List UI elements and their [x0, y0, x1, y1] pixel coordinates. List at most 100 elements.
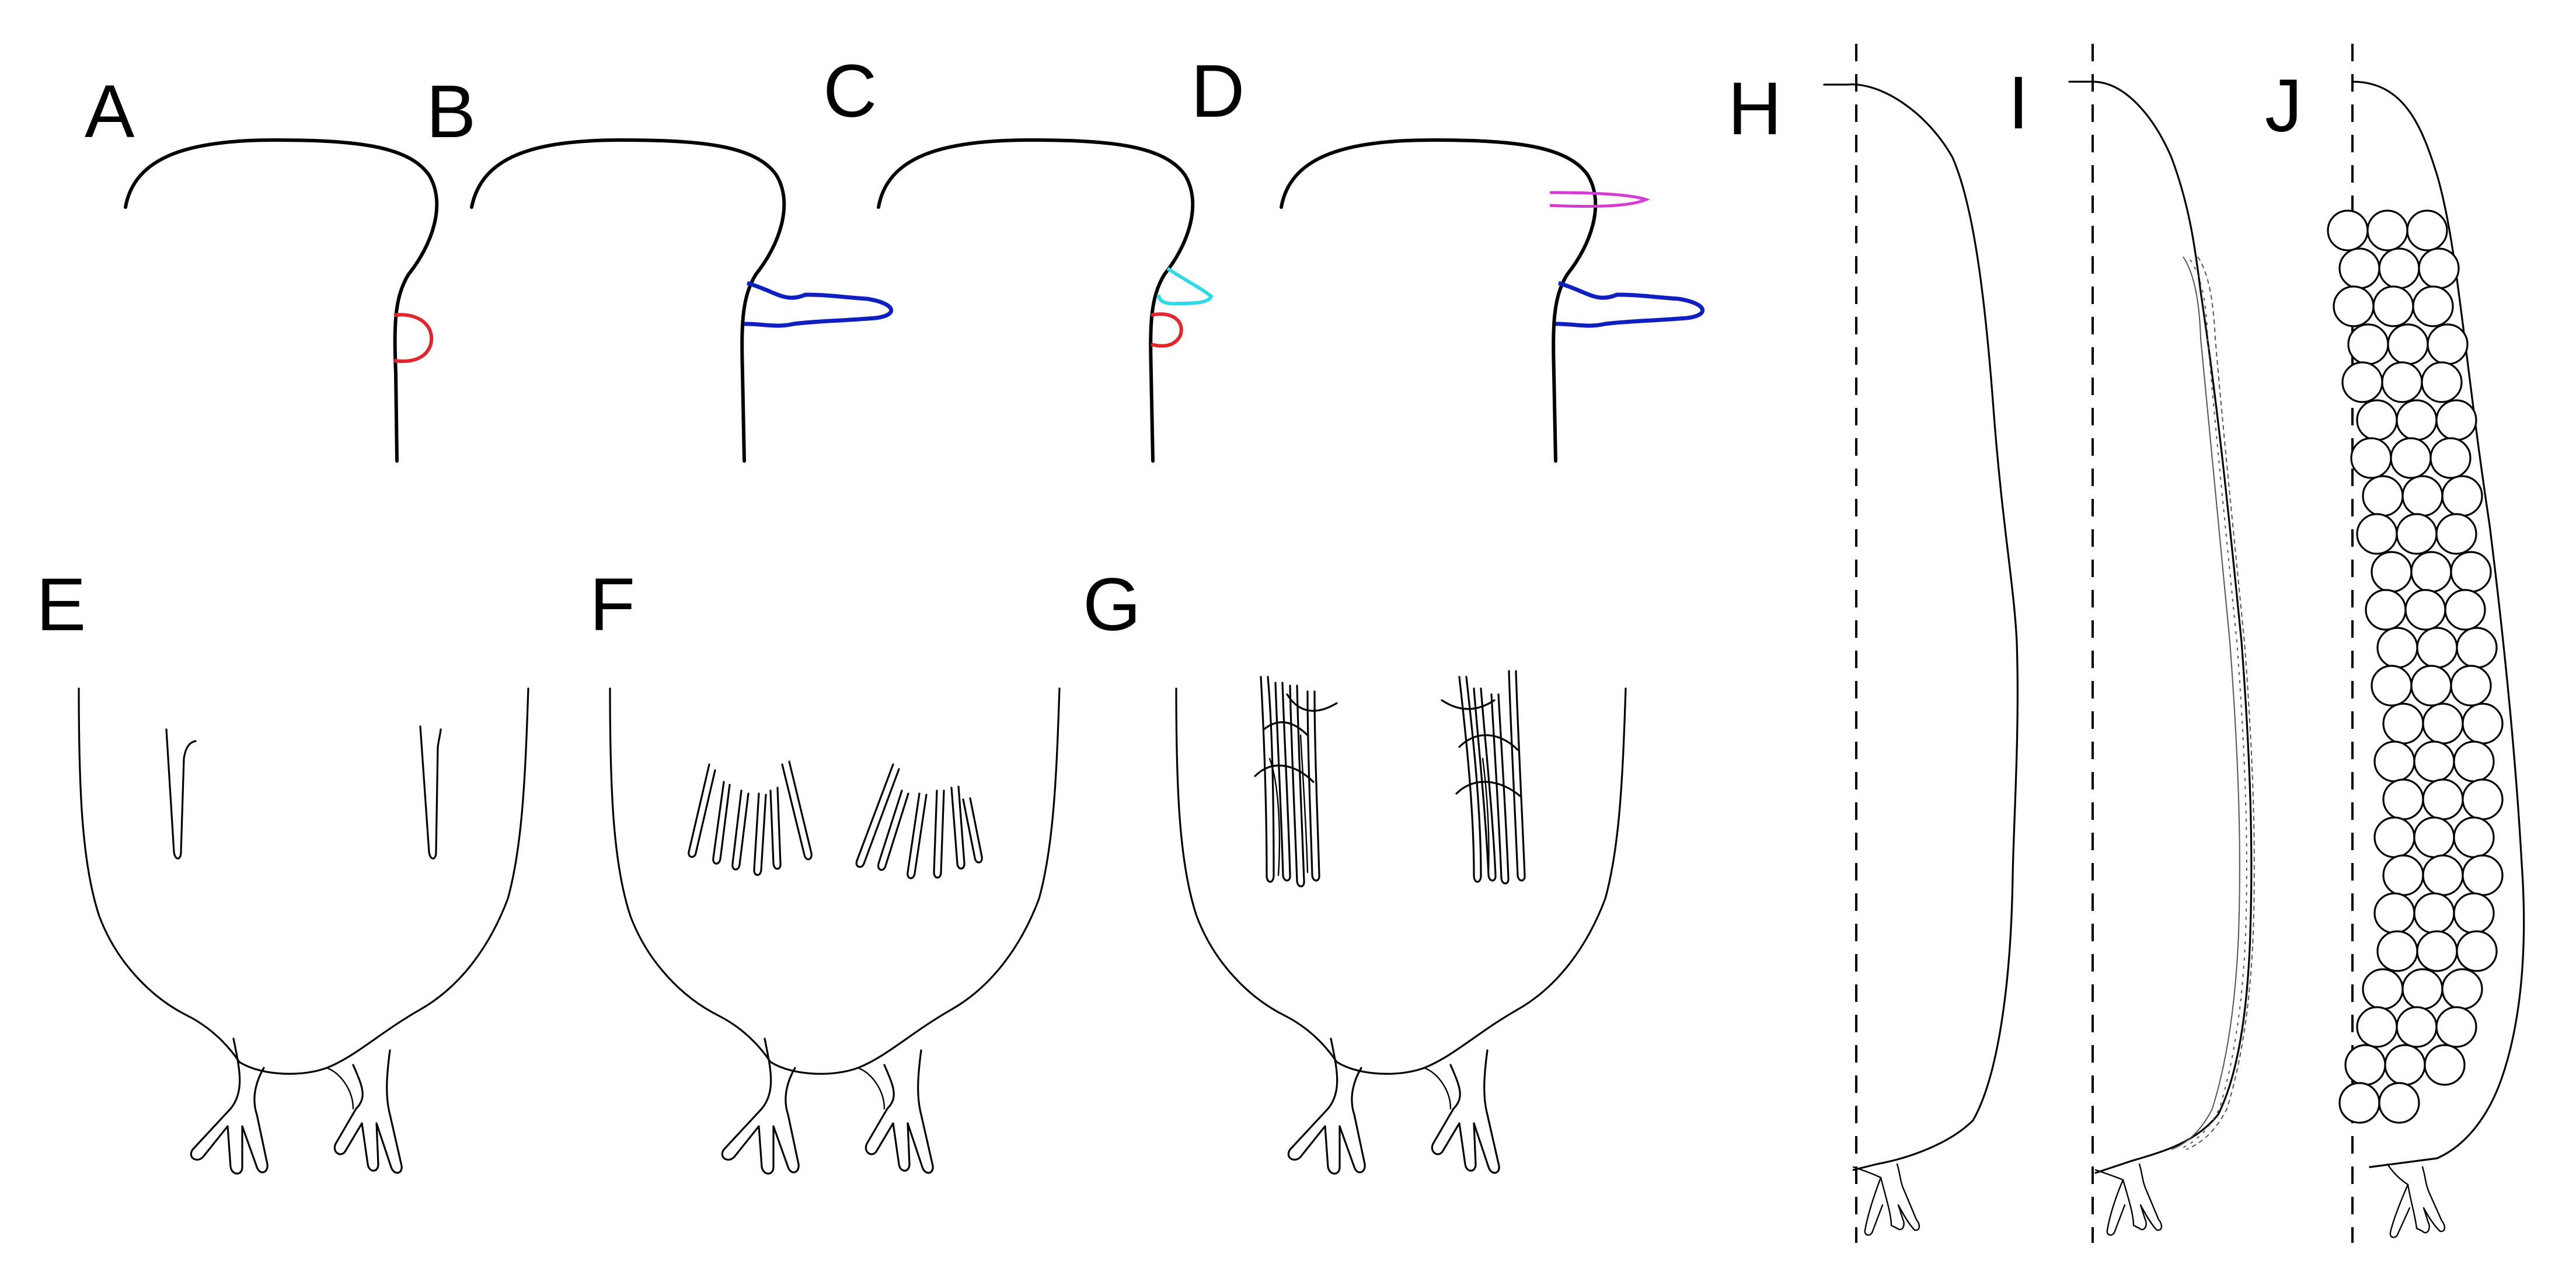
egg — [2373, 892, 2415, 934]
leg-h-2 — [1864, 1176, 1884, 1236]
body-outline-g — [1175, 687, 1627, 1075]
egg — [2435, 1006, 2477, 1048]
egg — [2456, 930, 2498, 972]
leg-right-f — [865, 1049, 934, 1174]
egg — [2378, 247, 2420, 289]
egg — [2410, 551, 2452, 593]
egg — [2453, 816, 2495, 858]
body-outline-f — [609, 687, 1061, 1075]
head-outline-a — [124, 138, 439, 463]
egg — [2347, 323, 2389, 365]
fringe-setae-i — [2171, 256, 2240, 1150]
eggs-j — [2327, 209, 2504, 1124]
panel-label-e: E — [36, 563, 86, 647]
body-outline-j — [2351, 81, 2525, 1168]
egg — [2396, 1006, 2438, 1048]
egg — [2453, 740, 2495, 783]
head-outline-d — [1280, 138, 1598, 463]
setae-fan-right-f — [855, 763, 983, 879]
panel-label-f: F — [590, 563, 635, 647]
egg — [2416, 627, 2458, 669]
egg — [2462, 778, 2504, 820]
panel-b: B — [426, 70, 894, 463]
egg — [2404, 589, 2446, 631]
fringe-setae-i-3 — [2178, 259, 2247, 1150]
egg — [2327, 209, 2369, 251]
panel-h: H — [1728, 44, 2019, 1243]
leg-j — [2386, 1163, 2446, 1234]
panel-label-b: B — [426, 70, 476, 153]
egg — [2362, 968, 2404, 1010]
egg — [2410, 665, 2452, 707]
egg — [2382, 703, 2424, 745]
leg-join-e — [326, 1067, 354, 1110]
egg — [2462, 854, 2504, 896]
egg — [2424, 1044, 2466, 1086]
panel-e: E — [36, 563, 529, 1175]
egg — [2376, 930, 2418, 972]
egg — [2371, 551, 2413, 593]
panel-label-a: A — [85, 70, 135, 153]
body-outline-i — [2068, 81, 2253, 1174]
egg — [2427, 323, 2469, 365]
egg — [2378, 1082, 2420, 1124]
gland-cyan-c — [1157, 267, 1214, 306]
fringe-setae-i-2 — [2185, 256, 2255, 1150]
egg — [2372, 285, 2414, 327]
panel-label-d: D — [1191, 50, 1245, 133]
panel-i: I — [2008, 44, 2255, 1243]
leg-left-f — [721, 1038, 800, 1175]
panel-a: A — [85, 70, 439, 463]
panel-f: F — [590, 563, 1061, 1175]
panel-j: J — [2265, 44, 2525, 1243]
egg — [2435, 399, 2477, 441]
egg — [2376, 627, 2418, 669]
egg — [2373, 816, 2415, 858]
egg — [2401, 475, 2443, 517]
egg — [2450, 665, 2492, 707]
egg — [2344, 1044, 2386, 1086]
setae-bundle-right-g — [1441, 670, 1526, 885]
egg — [2413, 892, 2455, 934]
setae-fan-left-f — [688, 760, 813, 876]
leg-j-2 — [2389, 1183, 2411, 1238]
leg-join-f — [857, 1067, 886, 1110]
panel-d: D — [1191, 50, 1705, 463]
body-outline-e — [78, 687, 529, 1075]
leg-left-g — [1287, 1038, 1366, 1175]
egg — [2396, 399, 2438, 441]
egg — [2450, 551, 2492, 593]
leg-h — [1852, 1163, 1920, 1231]
egg — [2413, 740, 2455, 783]
egg — [2356, 1006, 2398, 1048]
panel-label-i: I — [2008, 61, 2029, 145]
egg — [2373, 740, 2415, 783]
panel-label-g: G — [1083, 563, 1141, 647]
egg — [2366, 209, 2408, 251]
panel-label-j: J — [2265, 64, 2302, 148]
egg — [2406, 209, 2448, 251]
egg — [2371, 665, 2413, 707]
egg — [2390, 437, 2432, 479]
leg-left-e — [190, 1038, 269, 1175]
panel-g: G — [1083, 563, 1627, 1175]
egg — [2435, 513, 2477, 555]
egg — [2382, 854, 2424, 896]
egg — [2441, 475, 2483, 517]
head-outline-b — [470, 138, 786, 463]
egg — [2453, 892, 2495, 934]
egg — [2396, 513, 2438, 555]
panel-c: C — [823, 50, 1214, 463]
egg — [2387, 323, 2429, 365]
egg — [2422, 854, 2464, 896]
appendage-magenta-d — [1549, 191, 1651, 208]
egg — [2422, 703, 2464, 745]
body-outline-h — [1823, 83, 2019, 1171]
panel-label-h: H — [1728, 67, 1782, 151]
egg — [2429, 437, 2472, 479]
egg — [2362, 475, 2404, 517]
seta-right-e — [419, 725, 442, 860]
egg — [2412, 285, 2454, 327]
egg — [2341, 361, 2383, 403]
egg — [2338, 247, 2380, 289]
